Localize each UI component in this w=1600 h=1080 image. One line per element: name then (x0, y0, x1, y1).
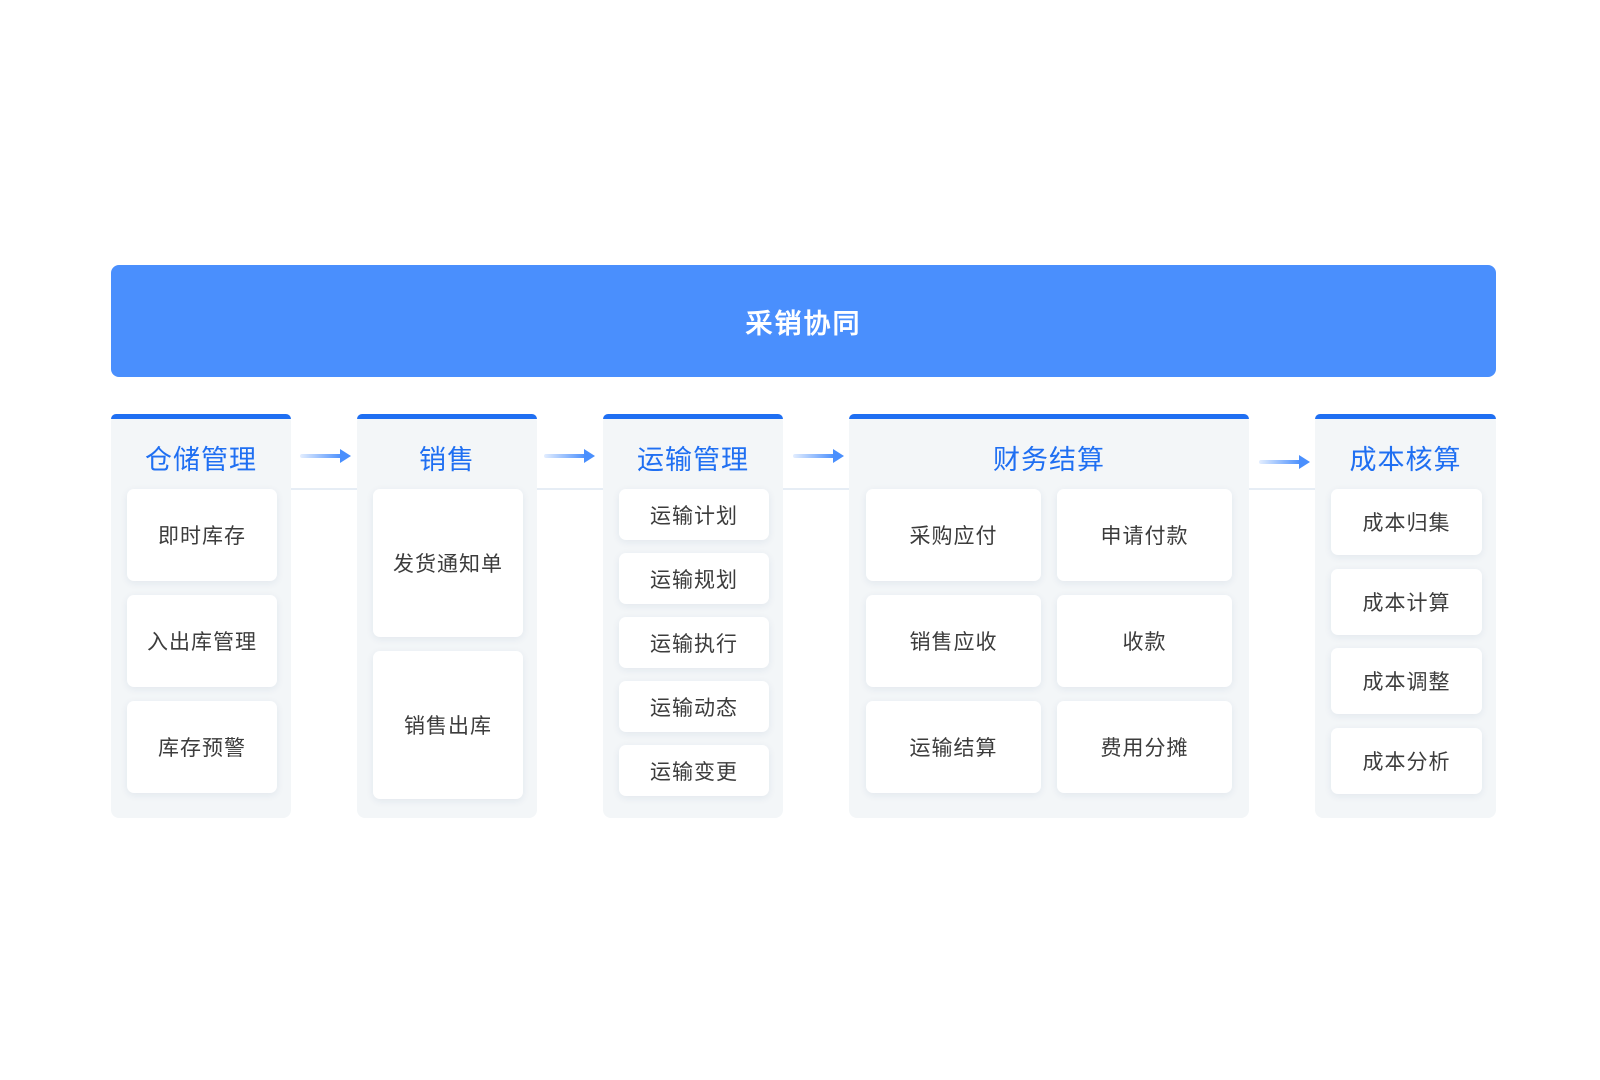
arrow-right-icon (793, 446, 845, 466)
module-item[interactable]: 销售出库 (373, 651, 523, 799)
module-item[interactable]: 运输计划 (619, 489, 769, 540)
module-top-bar (111, 414, 291, 419)
module-top-bar (849, 414, 1249, 419)
module-item[interactable]: 采购应付 (866, 489, 1041, 581)
module-title: 运输管理 (637, 445, 749, 476)
banner-title: 采销协同 (111, 265, 1496, 377)
module-item[interactable]: 库存预警 (127, 701, 277, 793)
arrow-right-icon (300, 446, 352, 466)
arrow-right-icon (1259, 452, 1311, 472)
module-item[interactable]: 成本归集 (1331, 489, 1482, 555)
module-item[interactable]: 费用分摊 (1057, 701, 1232, 793)
module-item[interactable]: 销售应收 (866, 595, 1041, 687)
module-title: 成本核算 (1349, 445, 1462, 476)
module-item[interactable]: 申请付款 (1057, 489, 1232, 581)
module-title: 销售 (419, 445, 475, 476)
module-top-bar (357, 414, 537, 419)
module-item[interactable]: 成本分析 (1331, 728, 1482, 794)
module-item[interactable]: 成本调整 (1331, 648, 1482, 714)
module-item[interactable]: 运输动态 (619, 681, 769, 732)
module-item[interactable]: 发货通知单 (373, 489, 523, 637)
module-item[interactable]: 运输规划 (619, 553, 769, 604)
arrow-right-icon (544, 446, 596, 466)
module-top-bar (603, 414, 783, 419)
module-item[interactable]: 运输执行 (619, 617, 769, 668)
module-transport: 运输管理 运输计划 运输规划 运输执行 运输动态 运输变更 (603, 414, 783, 818)
module-cost: 成本核算 成本归集 成本计算 成本调整 成本分析 (1315, 414, 1496, 818)
module-title: 财务结算 (993, 445, 1105, 476)
module-item[interactable]: 成本计算 (1331, 569, 1482, 635)
connector-line (111, 488, 1496, 490)
module-item[interactable]: 运输变更 (619, 745, 769, 796)
module-title: 仓储管理 (145, 445, 257, 476)
module-warehouse: 仓储管理 即时库存 入出库管理 库存预警 (111, 414, 291, 818)
module-sales: 销售 发货通知单 销售出库 (357, 414, 537, 818)
module-finance: 财务结算 采购应付 申请付款 销售应收 收款 运输结算 费用分摊 (849, 414, 1249, 818)
module-item[interactable]: 运输结算 (866, 701, 1041, 793)
module-item[interactable]: 收款 (1057, 595, 1232, 687)
module-top-bar (1315, 414, 1496, 419)
module-item[interactable]: 即时库存 (127, 489, 277, 581)
module-item[interactable]: 入出库管理 (127, 595, 277, 687)
